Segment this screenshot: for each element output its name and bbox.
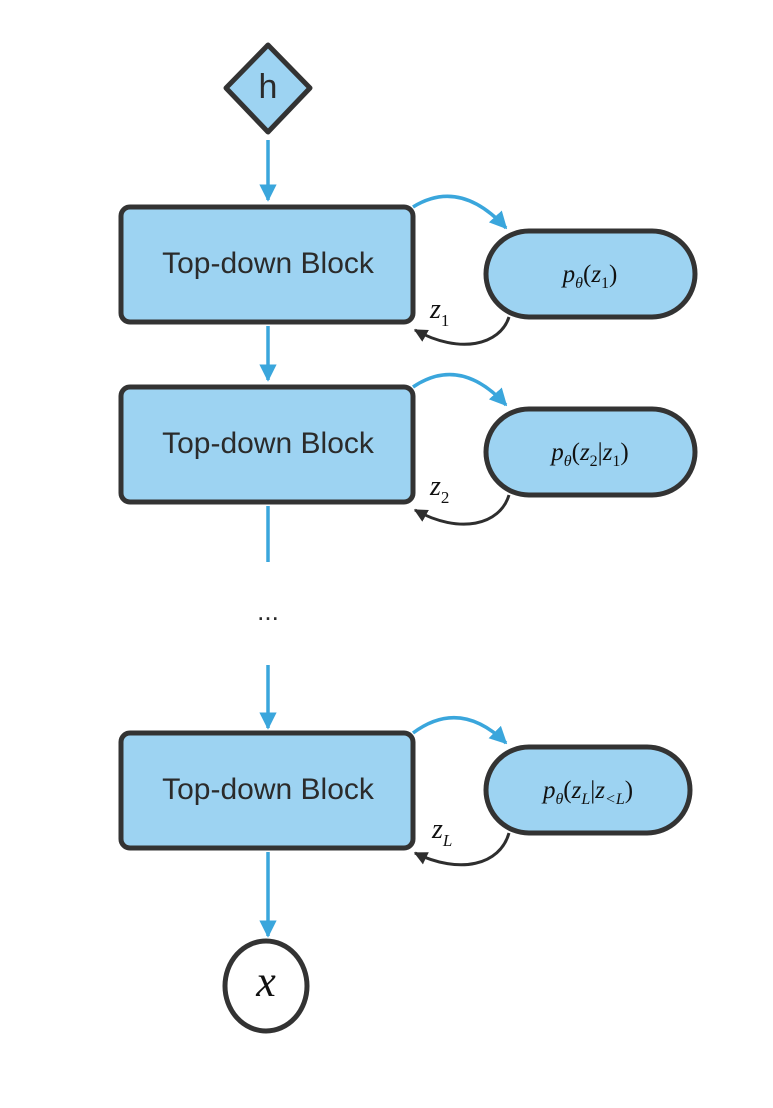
block-label: Top-down Block <box>162 247 375 280</box>
output-node: x <box>222 938 310 1034</box>
latent-label-2: z2 <box>429 471 449 507</box>
arrow-to-prior-2 <box>412 372 508 407</box>
prior-formula-2: pθ(z2|z1) <box>549 439 629 470</box>
latent-label-3: zL <box>431 814 452 850</box>
block-label: Top-down Block <box>162 427 375 460</box>
input-node: h <box>223 42 313 135</box>
arrow-latent-2 <box>413 494 511 526</box>
latent-label-1: z1 <box>429 294 449 330</box>
prior-node-2: pθ(z2|z1) <box>483 406 698 498</box>
top-down-block-3: Top-down Block <box>118 730 416 851</box>
block-label: Top-down Block <box>162 773 375 806</box>
arrow-to-prior-3 <box>411 715 508 745</box>
arrow-latent-1 <box>413 316 511 346</box>
prior-node-1: pθ(z1) <box>483 228 698 320</box>
ellipsis: ... <box>257 596 279 626</box>
arrow-latent-3 <box>413 832 511 867</box>
top-down-block-1: Top-down Block <box>118 204 416 325</box>
prior-node-3: pθ(zL|z<L) <box>483 744 693 836</box>
arrow-to-prior-1 <box>412 194 508 230</box>
prior-formula-3: pθ(zL|z<L) <box>541 777 633 808</box>
input-node-label: h <box>259 68 278 106</box>
prior-formula-1: pθ(z1) <box>561 261 618 292</box>
top-down-block-2: Top-down Block <box>118 384 416 505</box>
output-node-label: x <box>255 957 276 1006</box>
